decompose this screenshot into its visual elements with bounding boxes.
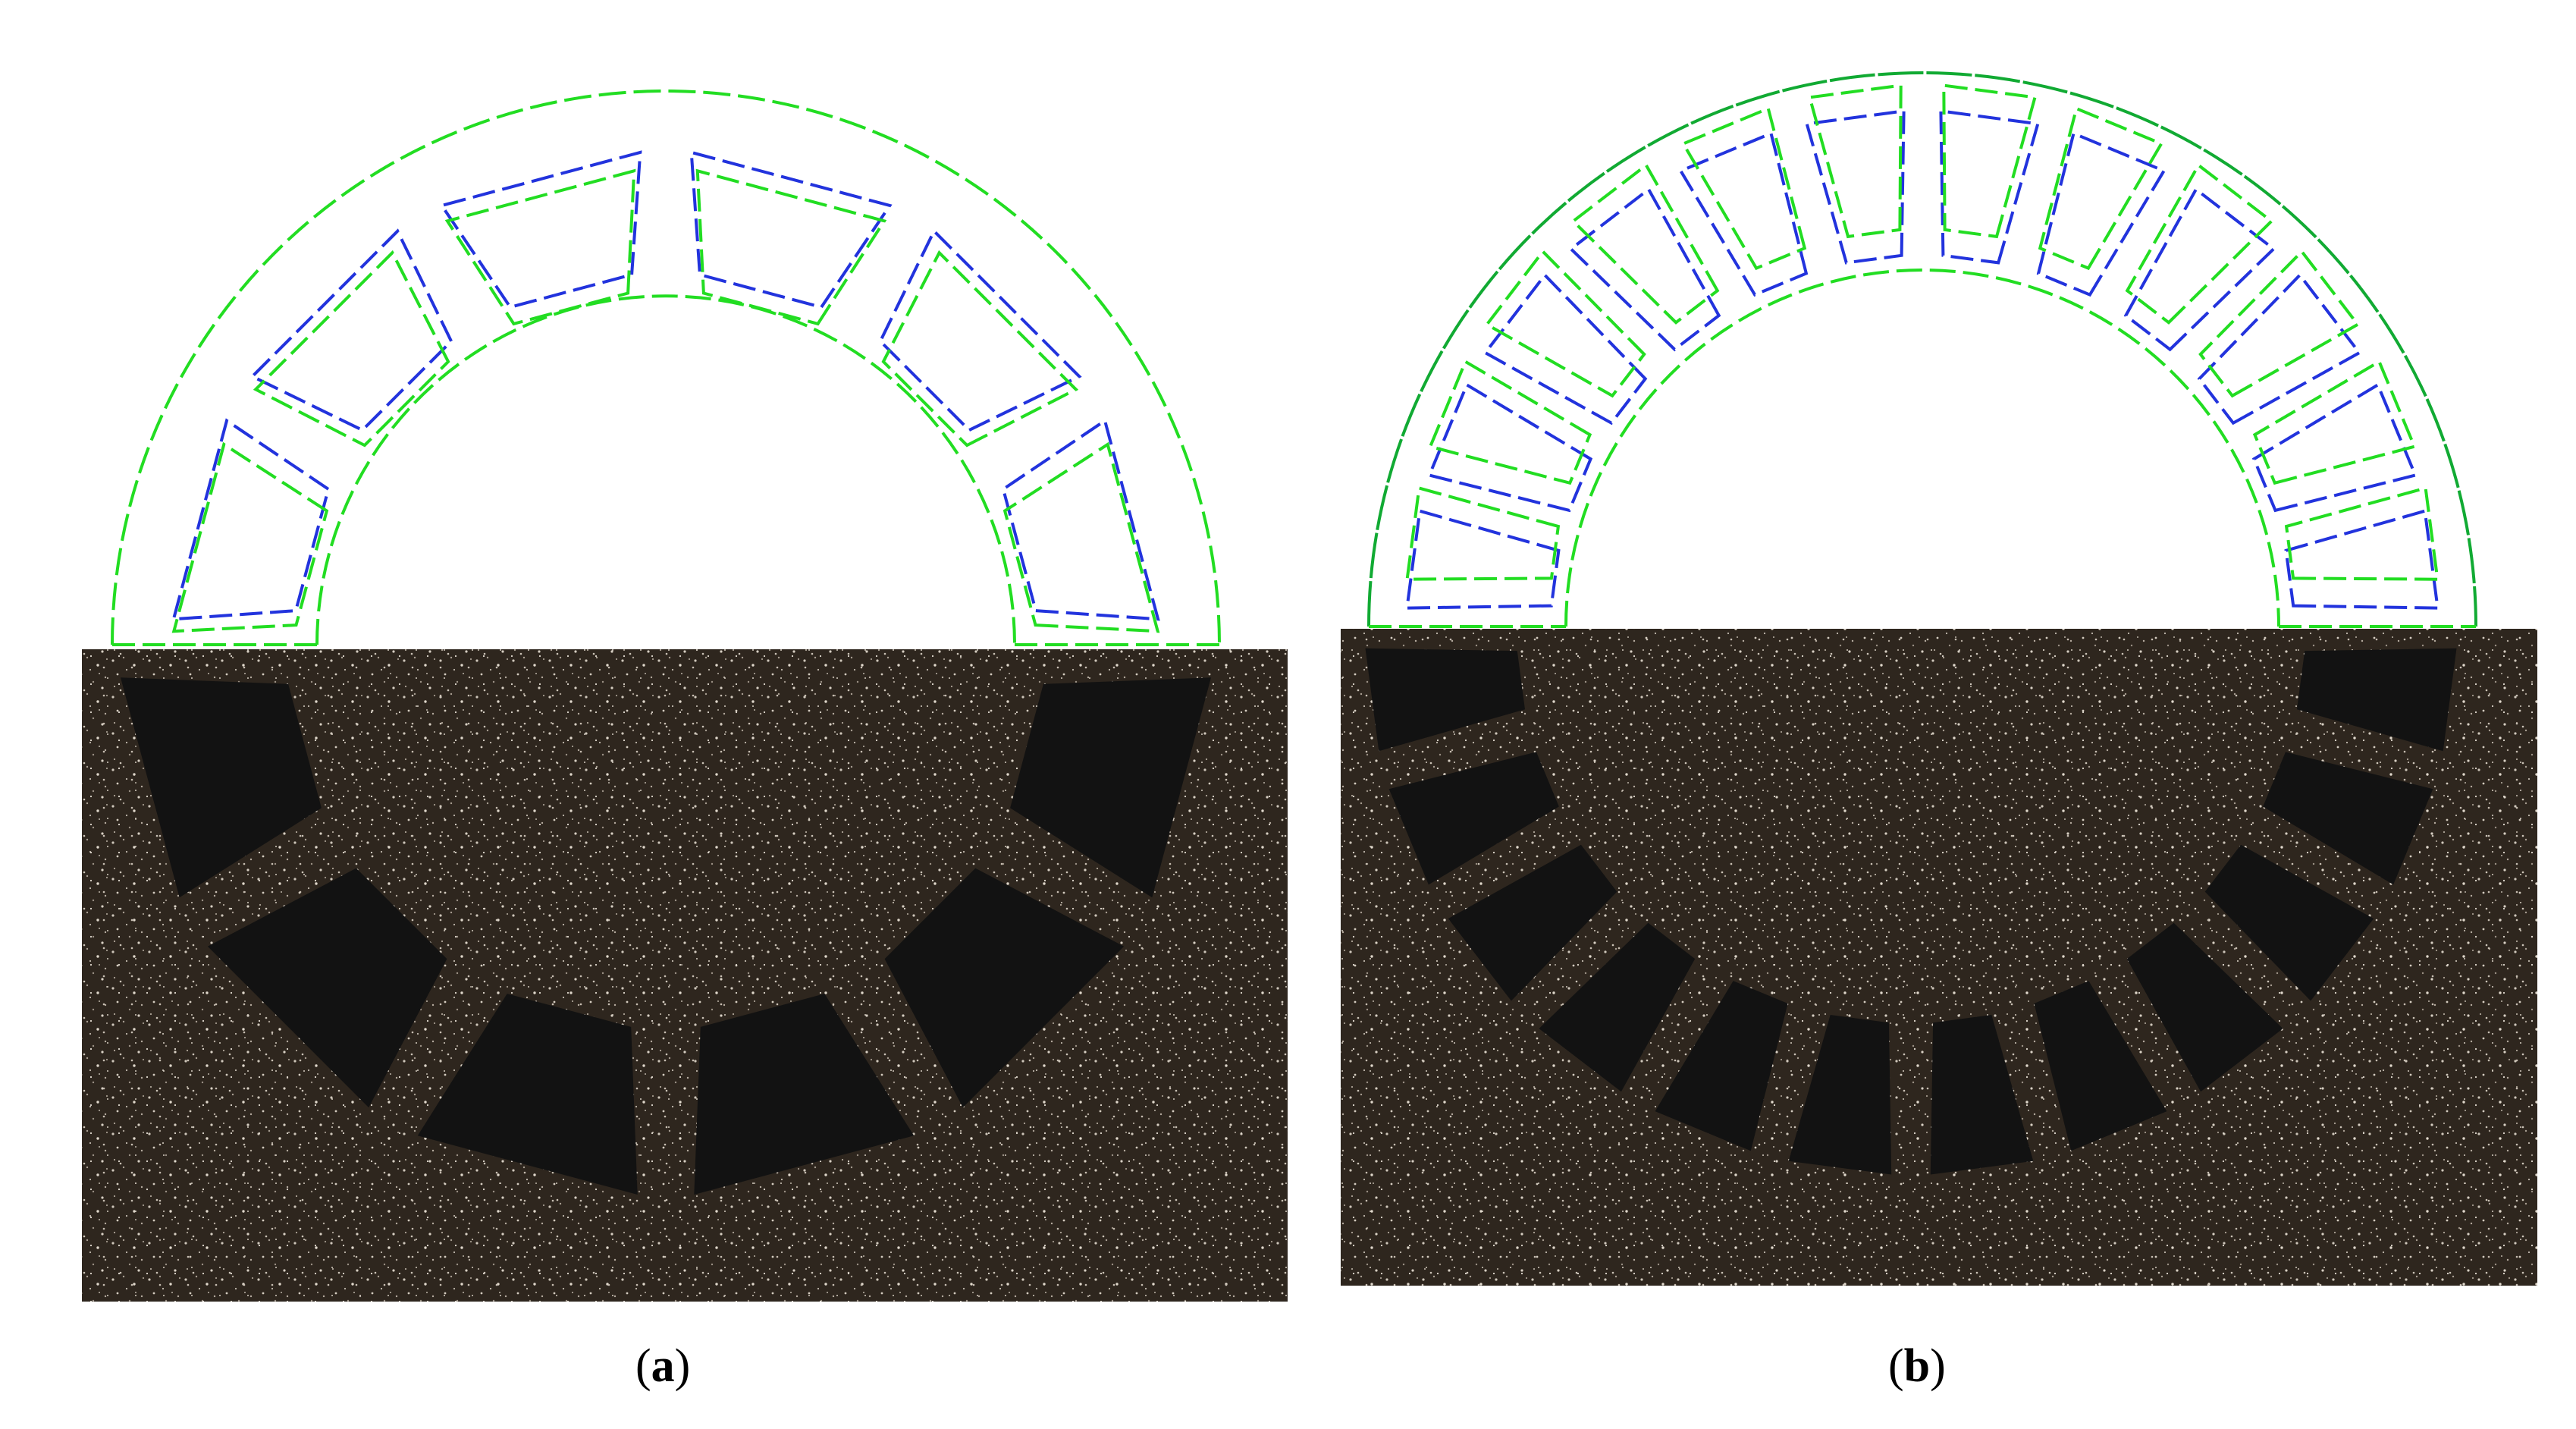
panel-a-slot-blue	[439, 150, 642, 309]
panel-a-bore-arc	[315, 294, 1016, 645]
panel-b-slot-green	[1428, 359, 1592, 485]
panel-b-slot-blue	[2123, 187, 2276, 352]
panel-a-photo-ring	[52, 35, 1280, 649]
panel-a-photo-slot	[207, 868, 447, 1108]
outline-a	[111, 90, 1221, 646]
panel-b-slot-green	[1807, 83, 1903, 239]
panel-b	[1341, 71, 2537, 1286]
panel-a-photo-slot	[1010, 677, 1211, 898]
panel-a-photo-slot	[417, 994, 638, 1195]
panel-b-photo-bore-shadow	[1532, 250, 2290, 629]
panel-b-slot-green	[2198, 249, 2361, 398]
panel-b-slot-blue	[1568, 187, 1721, 352]
panel-b-slot-blue	[2197, 272, 2362, 426]
panel-b-photo-slot	[1788, 1015, 1892, 1175]
panel-b-slot-green	[1405, 485, 1561, 581]
panel-a-slot-blue	[878, 228, 1082, 432]
panel-a-caption-letter: a	[651, 1340, 675, 1392]
panel-b-slot-blue	[2284, 509, 2440, 610]
outline-b	[1367, 71, 2477, 628]
panel-b-photo-slot	[2034, 981, 2167, 1151]
panel-a-caption: (a)	[635, 1343, 690, 1390]
panel-b-caption: (b)	[1888, 1343, 1946, 1390]
panel-b-bore-arc	[1564, 269, 2280, 627]
panel-b-slot-green	[1942, 83, 2038, 239]
panel-b-photo-slot	[2297, 648, 2457, 752]
panel-b-photo-slot	[1448, 844, 1617, 1001]
panel-b-photo-slot	[1930, 1015, 2034, 1175]
panel-a-photo-slot	[694, 994, 915, 1195]
panel-b-slot-green	[2125, 162, 2274, 325]
panel-b-caption-close: )	[1930, 1340, 1946, 1392]
panel-a-photo-slot	[884, 868, 1125, 1108]
panel-a-slot-blue	[689, 150, 893, 309]
panel-a-slot-green	[881, 250, 1079, 448]
panel-b-slot-green	[2284, 485, 2440, 581]
panel-b-photo-slot	[1365, 648, 1525, 752]
panel-b-outer-arc	[1367, 71, 2477, 627]
panel-a-slot-green	[171, 441, 329, 633]
panel-a-slot-blue	[1001, 418, 1160, 621]
panel-b-slot-blue	[2036, 131, 2167, 297]
panel-b-slot-green	[2252, 359, 2417, 485]
panel-a-photo-bore-shadow	[309, 293, 1022, 649]
panel-b-slot-green	[1484, 249, 1646, 398]
panel-a-slot-green	[444, 168, 636, 326]
panel-b-photo-slot	[2263, 752, 2433, 885]
panel-a-photo-slot	[121, 677, 322, 898]
panel-a-slot-blue	[249, 228, 453, 432]
photo-a-stator	[52, 35, 1280, 1195]
panel-b-photo-slot	[2126, 922, 2283, 1092]
panel-b-slot-blue	[1939, 109, 2040, 265]
panel-b-slot-blue	[1678, 131, 1809, 297]
panel-b-slot-green	[2038, 106, 2164, 271]
panel-a-slot-green	[695, 168, 887, 326]
panel-b-slot-blue	[1483, 272, 1648, 426]
panel-b-slot-blue	[2251, 382, 2418, 513]
panel-a-slot-blue	[171, 418, 331, 621]
panel-b-slot-green	[1680, 106, 1807, 271]
panel-a	[52, 35, 1288, 1302]
photo-b-stator	[1365, 250, 2457, 1175]
panel-b-photo-slot	[2204, 844, 2374, 1001]
panel-b-caption-open: (	[1888, 1340, 1904, 1392]
panel-b-slot-blue	[1805, 109, 1906, 265]
photo-a	[52, 35, 1288, 1302]
panel-b-photo-slot	[1655, 981, 1788, 1151]
panel-a-caption-close: )	[674, 1340, 691, 1392]
panel-b-photo-slot	[1539, 922, 1696, 1092]
panel-b-photo-slot	[1388, 752, 1559, 885]
panel-a-caption-open: (	[635, 1340, 651, 1392]
panel-b-slot-blue	[1427, 382, 1593, 513]
panel-a-slot-green	[253, 250, 450, 448]
panel-b-slot-green	[1570, 162, 1720, 325]
panel-a-slot-green	[1002, 441, 1160, 633]
panel-b-slot-blue	[1405, 509, 1561, 610]
panel-b-caption-letter: b	[1903, 1340, 1931, 1392]
photo-b	[1341, 250, 2537, 1286]
